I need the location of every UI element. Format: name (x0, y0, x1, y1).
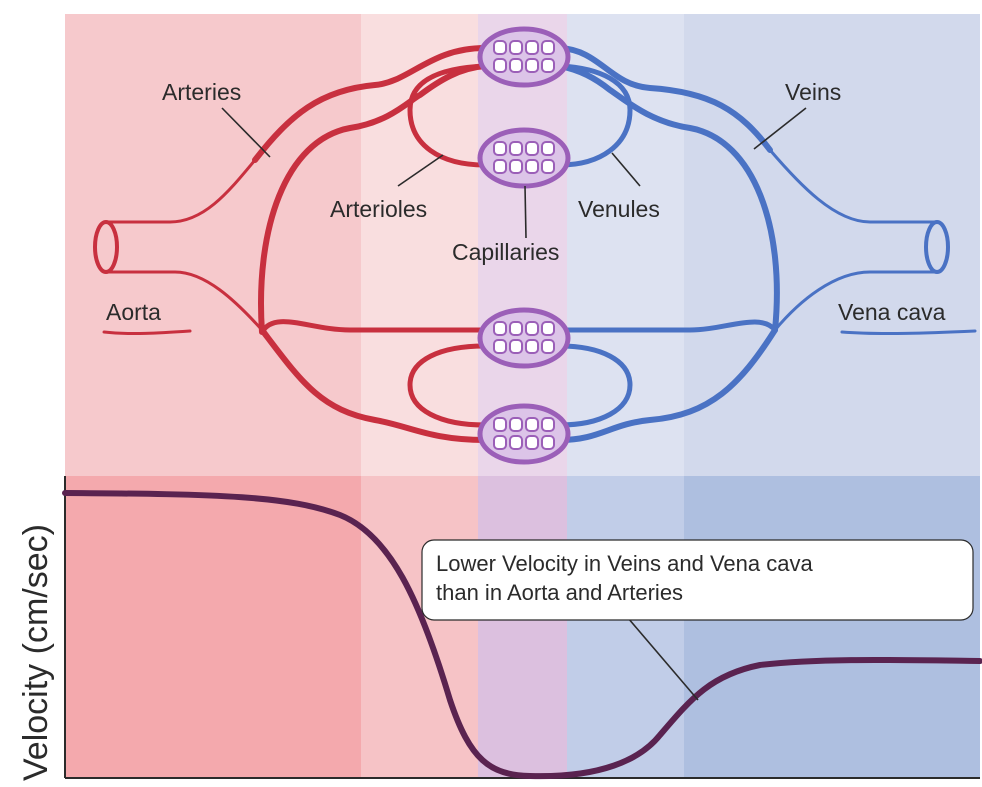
zone-venules-bottom (567, 476, 684, 778)
arterioles-label: Arterioles (330, 196, 427, 222)
capillaries-leader (525, 186, 526, 238)
venules-label: Venules (578, 196, 660, 222)
capillary-bed (480, 130, 568, 186)
veins-label: Veins (785, 79, 841, 105)
zone-capillaries-bottom (478, 476, 567, 778)
capillary-bed (480, 29, 568, 85)
zone-aorta-arteries-bottom (65, 476, 361, 778)
capillary-bed (480, 310, 568, 366)
vena-cava-label: Vena cava (838, 299, 946, 325)
capillary-bed (480, 406, 568, 462)
y-axis-label: Velocity (cm/sec) (17, 524, 55, 781)
bottom-zones (65, 476, 980, 778)
arteries-label: Arteries (162, 79, 241, 105)
callout-line-2: than in Aorta and Arteries (436, 580, 683, 605)
capillaries-label: Capillaries (452, 239, 559, 265)
aorta-label: Aorta (106, 299, 161, 325)
callout-line-1: Lower Velocity in Veins and Vena cava (436, 551, 813, 576)
zone-veins-vena-cava-bottom (684, 476, 980, 778)
